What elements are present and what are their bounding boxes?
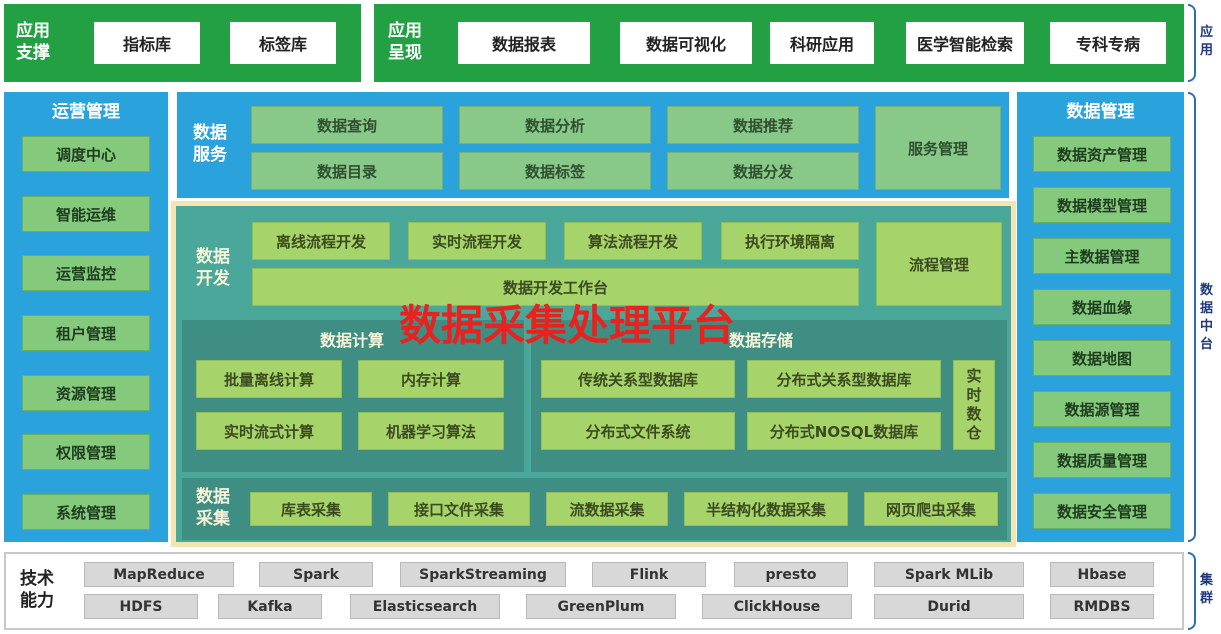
ops-item-permission: 权限管理 — [22, 434, 150, 470]
svc-item-query: 数据查询 — [251, 106, 443, 144]
mgmt-item-map: 数据地图 — [1033, 340, 1171, 376]
collect-item-table: 库表采集 — [250, 492, 372, 526]
app-support-band: 应用 支撑 指标库 标签库 — [4, 4, 361, 82]
tech-item-hbase: Hbase — [1050, 562, 1154, 587]
mgmt-item-model: 数据模型管理 — [1033, 187, 1171, 223]
dev-item-isolation: 执行环境隔离 — [721, 222, 859, 260]
overlay-platform-title: 数据采集处理平台 — [398, 301, 735, 350]
mgmt-item-master-data: 主数据管理 — [1033, 238, 1171, 274]
svc-item-distribute: 数据分发 — [667, 152, 859, 190]
tech-item-durid: Durid — [874, 594, 1024, 619]
ops-item-smart-ops: 智能运维 — [22, 196, 150, 232]
specialty-disease-box: 专科专病 — [1050, 22, 1166, 64]
dev-item-algorithm: 算法流程开发 — [564, 222, 702, 260]
tech-item-kafka: Kafka — [218, 594, 322, 619]
storage-item-dfs: 分布式文件系统 — [541, 412, 735, 450]
compute-item-batch: 批量离线计算 — [196, 360, 342, 398]
ops-management-band: 运营管理 调度中心 智能运维 运营监控 租户管理 资源管理 权限管理 系统管理 — [4, 92, 168, 542]
app-layer-label: 应 用 — [1200, 25, 1214, 58]
flow-management-box: 流程管理 — [876, 222, 1002, 306]
mgmt-item-quality: 数据质量管理 — [1033, 442, 1171, 478]
dev-item-offline: 离线流程开发 — [252, 222, 390, 260]
tech-item-sparkstreaming: SparkStreaming — [400, 562, 566, 587]
ops-item-tenant: 租户管理 — [22, 315, 150, 351]
tech-capability-title: 技术 能力 — [20, 569, 54, 611]
middle-brace — [1188, 92, 1196, 542]
collect-item-crawler: 网页爬虫采集 — [864, 492, 998, 526]
data-management-band: 数据管理 数据资产管理 数据模型管理 主数据管理 数据血缘 数据地图 数据源管理… — [1017, 92, 1184, 542]
compute-item-ml: 机器学习算法 — [358, 412, 504, 450]
research-app-box: 科研应用 — [770, 22, 874, 64]
mgmt-item-security: 数据安全管理 — [1033, 493, 1171, 529]
indicator-library-box: 指标库 — [94, 22, 200, 64]
medical-search-box: 医学智能检索 — [906, 22, 1024, 64]
data-visualization-box: 数据可视化 — [620, 22, 752, 64]
ops-item-system: 系统管理 — [22, 494, 150, 530]
data-collect-panel: 数据 采集 库表采集 接口文件采集 流数据采集 半结构化数据采集 网页爬虫采集 — [182, 478, 1007, 540]
compute-item-stream: 实时流式计算 — [196, 412, 342, 450]
cluster-brace — [1188, 552, 1196, 630]
data-service-title: 数据 服务 — [193, 123, 227, 165]
realtime-warehouse-box: 实 时 数 仓 — [953, 360, 995, 450]
mgmt-item-datasource: 数据源管理 — [1033, 391, 1171, 427]
tech-item-greenplum: GreenPlum — [526, 594, 676, 619]
app-present-band: 应用 呈现 数据报表 数据可视化 科研应用 医学智能检索 专科专病 — [374, 4, 1184, 82]
app-brace — [1188, 4, 1196, 82]
data-collect-title: 数据 采集 — [196, 487, 230, 529]
data-compute-title: 数据计算 — [319, 331, 384, 350]
tech-item-spark-mlib: Spark MLib — [874, 562, 1024, 587]
collect-item-semistructured: 半结构化数据采集 — [684, 492, 848, 526]
compute-item-memory: 内存计算 — [358, 360, 504, 398]
app-support-title: 应用 支撑 — [16, 21, 50, 63]
svc-item-recommend: 数据推荐 — [667, 106, 859, 144]
dev-item-realtime: 实时流程开发 — [408, 222, 546, 260]
storage-item-distributed-rdbms: 分布式关系型数据库 — [747, 360, 941, 398]
data-service-band: 数据 服务 数据查询 数据分析 数据推荐 数据目录 数据标签 数据分发 服务管理 — [177, 92, 1009, 198]
tech-item-clickhouse: ClickHouse — [702, 594, 852, 619]
dev-workbench-box: 数据开发工作台 — [252, 268, 859, 306]
data-report-box: 数据报表 — [458, 22, 590, 64]
svc-item-analysis: 数据分析 — [459, 106, 651, 144]
tech-item-rmdbs: RMDBS — [1050, 594, 1154, 619]
storage-item-nosql: 分布式NOSQL数据库 — [747, 412, 941, 450]
tech-item-presto: presto — [734, 562, 848, 587]
ops-management-title: 运营管理 — [52, 102, 120, 122]
data-dev-title: 数据 开发 — [196, 247, 230, 289]
data-storage-panel: 数据存储 传统关系型数据库 分布式关系型数据库 分布式文件系统 分布式NOSQL… — [531, 320, 1007, 472]
collect-item-api-file: 接口文件采集 — [388, 492, 530, 526]
svc-item-label: 数据标签 — [459, 152, 651, 190]
ops-item-monitoring: 运营监控 — [22, 255, 150, 291]
ops-item-resource: 资源管理 — [22, 375, 150, 411]
cluster-label: 集 群 — [1200, 573, 1214, 606]
data-storage-title: 数据存储 — [728, 331, 793, 350]
mgmt-item-lineage: 数据血缘 — [1033, 289, 1171, 325]
storage-item-rdbms: 传统关系型数据库 — [541, 360, 735, 398]
tech-capability-band: 技术 能力 MapReduce Spark SparkStreaming Fli… — [4, 552, 1184, 630]
tech-item-spark: Spark — [259, 562, 373, 587]
app-present-title: 应用 呈现 — [388, 21, 422, 63]
data-platform-panel: 数据 开发 离线流程开发 实时流程开发 算法流程开发 执行环境隔离 数据开发工作… — [171, 201, 1016, 547]
data-management-title: 数据管理 — [1066, 102, 1135, 122]
data-compute-panel: 数据计算 批量离线计算 内存计算 实时流式计算 机器学习算法 — [182, 320, 524, 472]
mgmt-item-asset: 数据资产管理 — [1033, 136, 1171, 172]
collect-item-stream: 流数据采集 — [546, 492, 668, 526]
data-middle-label: 数 据 中 台 — [1200, 283, 1214, 352]
tech-item-elasticsearch: Elasticsearch — [350, 594, 500, 619]
tag-library-box: 标签库 — [230, 22, 336, 64]
service-management-box: 服务管理 — [875, 106, 1001, 190]
tech-item-hdfs: HDFS — [84, 594, 198, 619]
ops-item-scheduling: 调度中心 — [22, 136, 150, 172]
svc-item-catalog: 数据目录 — [251, 152, 443, 190]
tech-item-mapreduce: MapReduce — [84, 562, 234, 587]
tech-item-flink: Flink — [592, 562, 706, 587]
